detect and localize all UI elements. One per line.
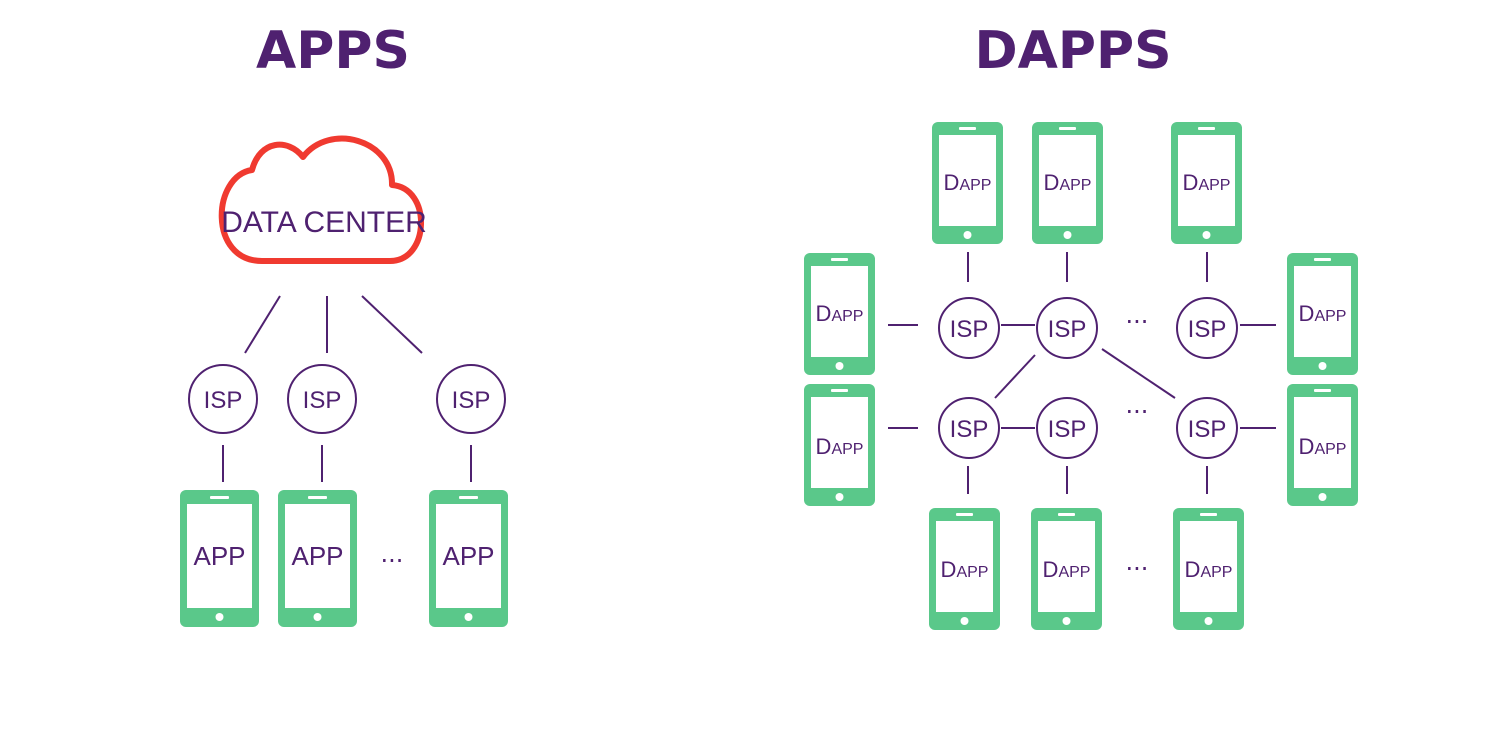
- dapp-label: DAPP: [816, 434, 864, 459]
- app-label: APP: [193, 541, 245, 571]
- phone-icon: [429, 490, 508, 627]
- dapp-label-rest: APP: [959, 177, 991, 194]
- phone-icon: [804, 384, 875, 506]
- isp-label: ISP: [950, 316, 989, 343]
- isp-label: ISP: [1048, 416, 1087, 443]
- isp-label: ISP: [204, 387, 243, 414]
- isp-node: [1176, 297, 1238, 359]
- dapp-label-initial: D: [1185, 557, 1201, 582]
- isp-label: ISP: [950, 416, 989, 443]
- dapp-label: DAPP: [941, 557, 989, 582]
- connector-line: [244, 295, 281, 354]
- cloud-icon: [218, 135, 424, 264]
- phone-icon: [1287, 253, 1358, 375]
- app-label: APP: [442, 541, 494, 571]
- isp-node: [1036, 297, 1098, 359]
- isp-label: ISP: [1188, 316, 1227, 343]
- dapp-label-initial: D: [1299, 434, 1315, 459]
- dapps-title: DAPPS: [974, 21, 1171, 81]
- dapp-label: DAPP: [1299, 301, 1347, 326]
- isp-node: [1176, 397, 1238, 459]
- isp-node: [436, 364, 506, 434]
- isp-label: ISP: [1048, 316, 1087, 343]
- phone-icon: [1031, 508, 1102, 630]
- dapp-label-initial: D: [944, 170, 960, 195]
- isp-label: ISP: [1188, 416, 1227, 443]
- dapp-label: DAPP: [1185, 557, 1233, 582]
- dapp-label: DAPP: [1044, 170, 1092, 195]
- phone-icon: [804, 253, 875, 375]
- dapp-label-initial: D: [1183, 170, 1199, 195]
- phone-icon: [1287, 384, 1358, 506]
- dapp-label-rest: APP: [956, 564, 988, 581]
- isp-node: [1036, 397, 1098, 459]
- dapp-label-rest: APP: [831, 441, 863, 458]
- isp-label: ISP: [303, 387, 342, 414]
- dapp-label-initial: D: [1044, 170, 1060, 195]
- isp-node: [287, 364, 357, 434]
- phone-icon: [1171, 122, 1242, 244]
- ellipsis: ...: [381, 540, 404, 568]
- dapp-label-initial: D: [816, 301, 832, 326]
- dapp-label-rest: APP: [1200, 564, 1232, 581]
- dapp-label: DAPP: [1183, 170, 1231, 195]
- dapp-label-rest: APP: [1059, 177, 1091, 194]
- phone-icon: [1032, 122, 1103, 244]
- phone-icon: [1173, 508, 1244, 630]
- isp-label: ISP: [452, 387, 491, 414]
- data-center-label: DATA CENTER: [221, 206, 427, 239]
- isp-node: [938, 297, 1000, 359]
- dapp-label-initial: D: [941, 557, 957, 582]
- dapp-label: DAPP: [816, 301, 864, 326]
- dapp-label: DAPP: [1299, 434, 1347, 459]
- isp-node: [188, 364, 258, 434]
- dapp-label-rest: APP: [1314, 441, 1346, 458]
- phone-icon: [180, 490, 259, 627]
- phone-icon: [278, 490, 357, 627]
- dapp-label-rest: APP: [831, 308, 863, 325]
- isp-node: [938, 397, 1000, 459]
- dapp-label-rest: APP: [1314, 308, 1346, 325]
- phone-icon: [932, 122, 1003, 244]
- dapp-label-initial: D: [1043, 557, 1059, 582]
- dapp-label-initial: D: [1299, 301, 1315, 326]
- ellipsis: ...: [1126, 548, 1149, 576]
- dapp-label-rest: APP: [1198, 177, 1230, 194]
- dapp-label: DAPP: [944, 170, 992, 195]
- app-label: APP: [291, 541, 343, 571]
- dapp-label: DAPP: [1043, 557, 1091, 582]
- apps-title: APPS: [256, 21, 410, 81]
- phone-icon: [929, 508, 1000, 630]
- dapp-label-initial: D: [816, 434, 832, 459]
- ellipsis: ...: [1126, 391, 1149, 419]
- ellipsis: ...: [1126, 301, 1149, 329]
- connector-line: [361, 295, 423, 354]
- dapp-label-rest: APP: [1058, 564, 1090, 581]
- network-connectors: [888, 252, 1276, 494]
